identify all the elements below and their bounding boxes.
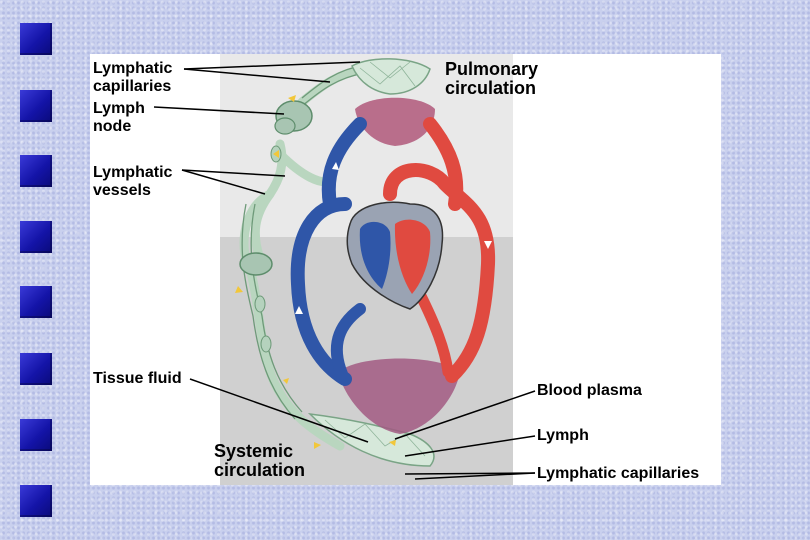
pulmonary-artery-left xyxy=(321,117,367,211)
slide-bullet xyxy=(20,155,52,187)
lymphatic-capillary-bed-top xyxy=(351,58,431,95)
aorta xyxy=(383,163,496,383)
heart xyxy=(346,201,444,310)
label-pulmonary-circulation: Pulmonary circulation xyxy=(445,59,539,98)
slide-bullet xyxy=(20,419,52,451)
slide-bullet xyxy=(20,90,52,122)
label-tissue-fluid: Tissue fluid xyxy=(93,370,182,387)
label-lymphatic-capillaries-top: Lymphatic capillaries xyxy=(93,60,173,95)
lymphatic-capillary-bed-bottom xyxy=(307,412,435,467)
label-blood-plasma: Blood plasma xyxy=(537,382,642,399)
slide-bullet xyxy=(20,353,52,385)
slide-bullet xyxy=(20,23,52,55)
diagram-panel: Lymphatic capillaries Lymph node Lymphat… xyxy=(90,54,721,485)
label-systemic-circulation: Systemic circulation xyxy=(214,441,306,480)
systemic-capillaries xyxy=(338,358,460,434)
circulation-diagram xyxy=(153,58,536,480)
vena-cava xyxy=(290,197,352,386)
pulmonary-capillaries xyxy=(355,97,435,146)
lymph-node-lower xyxy=(239,252,273,276)
slide-bullet xyxy=(20,286,52,318)
label-lymph: Lymph xyxy=(537,427,589,444)
label-lymphatic-vessels: Lymphatic vessels xyxy=(93,164,173,199)
slide-bullet xyxy=(20,221,52,253)
label-lymphatic-capillaries-bottom: Lymphatic capillaries xyxy=(537,465,700,482)
label-lymph-node: Lymph node xyxy=(93,100,145,135)
slide-bullet xyxy=(20,485,52,517)
leader-lines xyxy=(153,61,536,480)
